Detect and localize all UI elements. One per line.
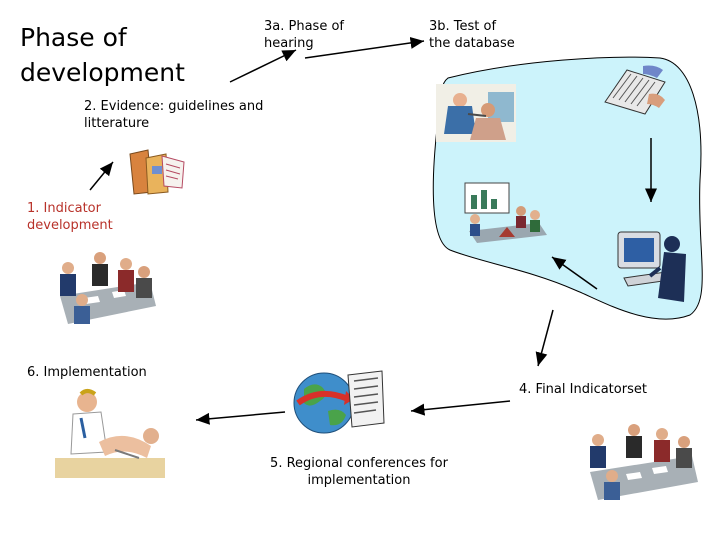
computer-user-icon bbox=[617, 231, 686, 302]
books-icon bbox=[129, 149, 185, 195]
label-evidence: 2. Evidence: guidelines and litterature bbox=[84, 99, 264, 131]
arrow-hearing-to-test bbox=[304, 36, 425, 59]
arrow-final-to-regional bbox=[410, 400, 511, 416]
label-indicator-development: 1. Indicator development bbox=[27, 201, 113, 233]
keyboard-icon bbox=[604, 65, 666, 115]
meeting-icon bbox=[464, 182, 547, 243]
conference-table-icon bbox=[590, 424, 698, 500]
arrow-blob-to-final bbox=[535, 309, 554, 367]
diagram-title: Phase of development bbox=[20, 23, 185, 87]
arrow-computer-to-meeting bbox=[551, 256, 598, 290]
nurse-patient-icon bbox=[55, 389, 165, 478]
label-test-database: 3b. Test of the database bbox=[429, 19, 515, 51]
arrow-indicator-to-evidence bbox=[89, 161, 114, 191]
label-hearing: 3a. Phase of hearing bbox=[264, 19, 344, 51]
label-implementation: 6. Implementation bbox=[27, 365, 147, 380]
team-meeting-icon bbox=[60, 252, 156, 324]
label-final-indicatorset: 4. Final Indicatorset bbox=[519, 382, 647, 397]
arrow-title-to-hearing bbox=[229, 49, 297, 83]
globe-document-icon bbox=[293, 370, 385, 434]
label-regional-conferences: 5. Regional conferences for implementati… bbox=[270, 456, 448, 488]
arrow-regional-to-implementation bbox=[195, 411, 286, 425]
doctor-patient-icon bbox=[436, 84, 516, 142]
